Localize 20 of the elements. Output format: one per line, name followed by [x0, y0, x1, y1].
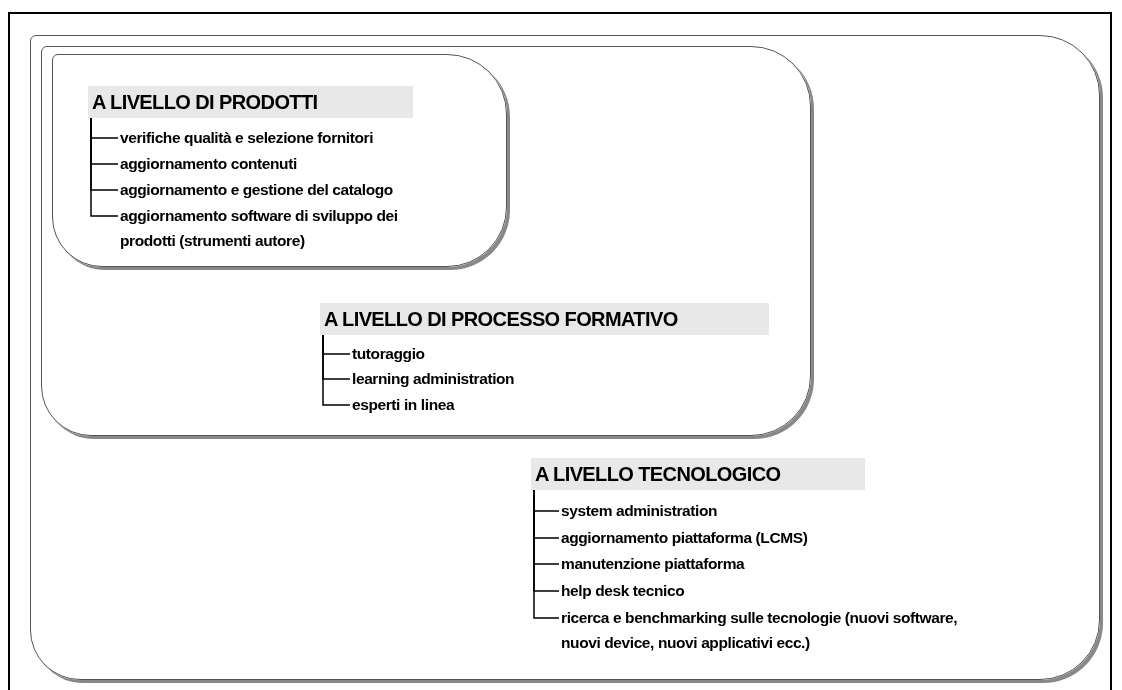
section-heading: A LIVELLO DI PROCESSO FORMATIVO — [320, 303, 769, 335]
list-item: system administration — [561, 498, 1001, 524]
rounded-panel — [41, 46, 811, 436]
tree-connector — [533, 489, 560, 619]
list-item: help desk tecnico — [561, 578, 1001, 604]
section-heading: A LIVELLO DI PRODOTTI — [88, 86, 413, 118]
list-item: learning administration — [352, 366, 712, 392]
list-item: tutoraggio — [352, 341, 712, 367]
rounded-panel — [52, 54, 507, 267]
list-item: aggiornamento contenuti — [120, 151, 480, 177]
list-item: aggiornamento piattaforma (LCMS) — [561, 525, 1001, 551]
tree-connector — [90, 117, 119, 217]
list-item: aggiornamento software di sviluppo dei prodotti (strumenti autore) — [120, 203, 450, 253]
list-item: manutenzione piattaforma — [561, 551, 1001, 577]
tree-connector — [322, 334, 351, 406]
list-item: ricerca e benchmarking sulle tecnologie (nuovi software, nuovi device, nuovi applicativi ecc.) — [561, 605, 961, 655]
list-item: esperti in linea — [352, 392, 712, 418]
list-item: aggiornamento e gestione del catalogo — [120, 177, 480, 203]
section-heading: A LIVELLO TECNOLOGICO — [531, 458, 865, 490]
list-item: verifiche qualità e selezione fornitori — [120, 125, 480, 151]
